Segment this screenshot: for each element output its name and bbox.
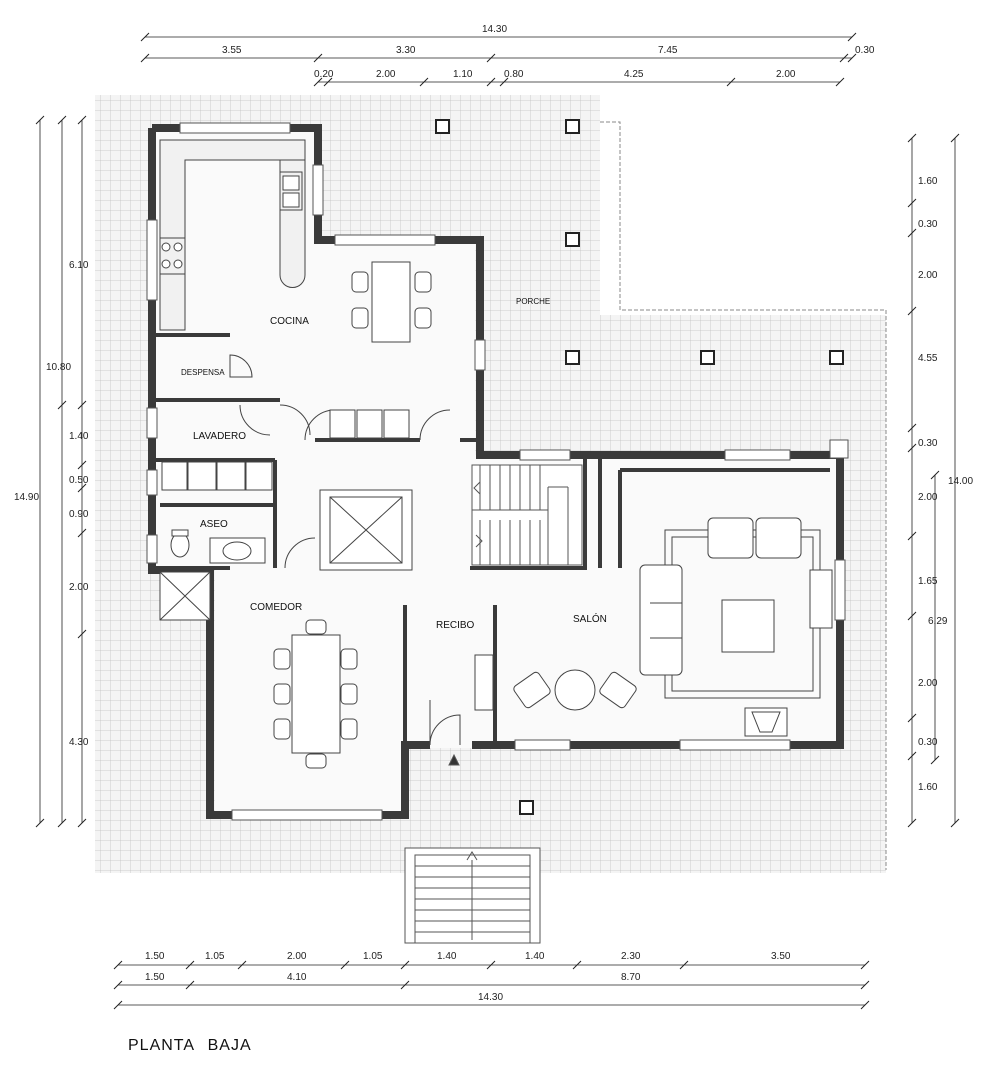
room-label-comedor: COMEDOR — [250, 602, 302, 613]
dim-bottom-row1: 1.40 — [525, 951, 545, 962]
dim-top-row3: 1.10 — [453, 69, 473, 80]
dim-right-inner: 2.00 — [918, 492, 938, 503]
dim-bottom-row1: 3.50 — [771, 951, 791, 962]
dim-right-inner: 4.55 — [918, 353, 938, 364]
dim-top-row2: 7.45 — [658, 45, 678, 56]
dim-right-inner: 0.30 — [918, 438, 938, 449]
interior-stairs — [471, 464, 583, 566]
interior-walls — [152, 333, 830, 745]
dim-left-outer: 14.90 — [14, 492, 39, 503]
room-label-recibo: RECIBO — [436, 620, 475, 631]
dining-table — [273, 619, 358, 769]
dim-top-row2: 0.30 — [855, 45, 875, 56]
room-label-aseo: ASEO — [200, 519, 228, 530]
toilet-icon — [170, 532, 190, 558]
living-room-furniture — [474, 517, 833, 737]
dim-top-row3: 2.00 — [776, 69, 796, 80]
dim-left-inner: 0.50 — [69, 475, 89, 486]
kitchen-table — [351, 261, 432, 343]
dim-left-inner: 2.00 — [69, 582, 89, 593]
room-labels: COCINA DESPENSA LAVADERO ASEO COMEDOR RE… — [181, 297, 607, 631]
dim-bottom-row1: 1.40 — [437, 951, 457, 962]
plan-title: PLANTA BAJA — [128, 1037, 252, 1054]
dim-right-inner: 1.60 — [918, 176, 938, 187]
dim-left-inner: 0.90 — [69, 509, 89, 520]
dim-right-inner: 1.60 — [918, 782, 938, 793]
dim-right-inner: 2.00 — [918, 678, 938, 689]
room-label-salon: SALÓN — [573, 612, 607, 625]
dim-bottom-total: 14.30 — [478, 992, 503, 1003]
room-label-porche: PORCHE — [516, 297, 550, 306]
dim-top-row3: 0.20 — [314, 69, 334, 80]
dim-bottom-row2: 8.70 — [621, 972, 641, 983]
dim-left-inner: 1.40 — [69, 431, 89, 442]
entrance-stairs — [404, 753, 541, 944]
dim-top-total: 14.30 — [482, 24, 507, 35]
room-label-despensa: DESPENSA — [181, 368, 225, 377]
laundry-units — [161, 409, 410, 491]
dim-bottom-row2: 4.10 — [287, 972, 307, 983]
dim-top-row3: 0.80 — [504, 69, 524, 80]
dim-bottom-row1: 2.30 — [621, 951, 641, 962]
dim-top-row3: 4.25 — [624, 69, 644, 80]
dimension-ticks — [35, 32, 960, 1010]
windows — [146, 122, 849, 821]
dim-right-inner: 0.30 — [918, 219, 938, 230]
porch-pillars — [435, 119, 844, 815]
dim-left-mid: 10.80 — [46, 362, 71, 373]
dim-left-inner: 6.10 — [69, 260, 89, 271]
dim-top-row3: 2.00 — [376, 69, 396, 80]
dim-bottom-row1: 1.50 — [145, 951, 165, 962]
elevator-shaft — [159, 489, 413, 621]
dim-right-mid: 6.29 — [928, 616, 948, 627]
dimension-lines — [39, 36, 956, 1006]
dim-right-inner: 0.30 — [918, 737, 938, 748]
kitchen-counter — [159, 139, 306, 331]
dim-left-inner: 4.30 — [69, 737, 89, 748]
dim-top-row2: 3.55 — [222, 45, 242, 56]
room-label-cocina: COCINA — [270, 316, 309, 327]
dim-bottom-row2: 1.50 — [145, 972, 165, 983]
dim-bottom-row1: 2.00 — [287, 951, 307, 962]
dim-bottom-row1: 1.05 — [205, 951, 225, 962]
dimension-labels: 14.30 3.55 3.30 7.45 0.30 0.20 2.00 1.10… — [14, 24, 973, 1003]
room-label-lavadero: LAVADERO — [193, 431, 246, 442]
bathroom-fixtures — [170, 529, 266, 564]
dim-right-inner: 2.00 — [918, 270, 938, 281]
dim-right-inner: 1.65 — [918, 576, 938, 587]
dim-bottom-row1: 1.05 — [363, 951, 383, 962]
dim-top-row2: 3.30 — [396, 45, 416, 56]
dim-right-outer: 14.00 — [948, 476, 973, 487]
